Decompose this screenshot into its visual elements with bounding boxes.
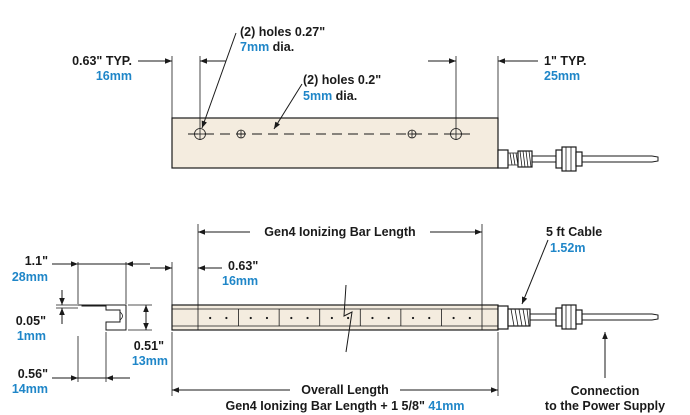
emitter-pin — [290, 316, 293, 320]
profile-base-mm: 14mm — [12, 382, 48, 396]
emitter-pin — [265, 316, 269, 320]
top-connector — [497, 146, 659, 172]
cable-length-mm: 1.52m — [550, 241, 585, 255]
hole-large-right — [450, 128, 462, 140]
emitter-pin — [411, 316, 415, 320]
holes-large-mm: 7mm dia. — [240, 40, 294, 54]
connection-label: Connection — [571, 384, 640, 398]
profile-view: 1.1" 28mm 0.05" 1mm 0.51" 13mm 0.56" 14m… — [12, 254, 168, 396]
profile-height-mm: 13mm — [132, 354, 168, 368]
hole-small-right — [407, 129, 417, 139]
end-offset-inch: 0.63" — [228, 259, 258, 273]
profile-base-inch: 0.56" — [18, 367, 48, 381]
right-offset-mm: 25mm — [544, 69, 580, 83]
emitter-segments — [209, 309, 471, 326]
left-offset-mm: 16mm — [96, 69, 132, 83]
emitter-pin — [306, 316, 309, 320]
bar-length-label: Gen4 Ionizing Bar Length — [264, 225, 415, 239]
top-bar-body — [171, 117, 499, 169]
emitter-pin — [428, 316, 431, 320]
emitter-pin — [387, 316, 390, 320]
profile-shape — [78, 304, 127, 331]
emitter-pin — [209, 316, 212, 320]
hole-large-left — [194, 128, 206, 140]
holes-small-label: (2) holes 0.2" — [303, 73, 381, 87]
left-offset-inch: 0.63" TYP. — [72, 54, 132, 68]
emitter-pin — [249, 316, 252, 320]
profile-lip-inch: 0.05" — [16, 314, 46, 328]
profile-width-inch: 1.1" — [25, 254, 48, 268]
side-view: Gen4 Ionizing Bar Length 0.63" 16mm 5 ft… — [150, 224, 665, 413]
top-view: (2) holes 0.27" 7mm dia. (2) holes 0.2" … — [72, 25, 659, 172]
emitter-pin — [371, 316, 374, 320]
emitter-pin — [347, 316, 350, 320]
profile-lip-mm: 1mm — [17, 329, 46, 343]
emitter-pin — [452, 316, 455, 320]
side-connector — [497, 304, 659, 330]
end-offset-mm: 16mm — [222, 274, 258, 288]
emitter-pin — [330, 316, 333, 320]
cable-length-label: 5 ft Cable — [546, 225, 602, 239]
profile-height-inch: 0.51" — [134, 339, 164, 353]
connection-sub-label: to the Power Supply — [545, 399, 665, 413]
holes-small-mm: 5mm dia. — [303, 89, 357, 103]
overall-length-label: Overall Length — [301, 383, 389, 397]
holes-large-label: (2) holes 0.27" — [240, 25, 325, 39]
emitter-pin — [225, 316, 228, 320]
emitter-pin — [468, 316, 471, 320]
overall-length-formula: Gen4 Ionizing Bar Length + 1 5/8" 41mm — [226, 399, 465, 413]
profile-width-mm: 28mm — [12, 270, 48, 284]
right-offset-inch: 1" TYP. — [544, 54, 587, 68]
hole-small-left — [236, 129, 246, 139]
